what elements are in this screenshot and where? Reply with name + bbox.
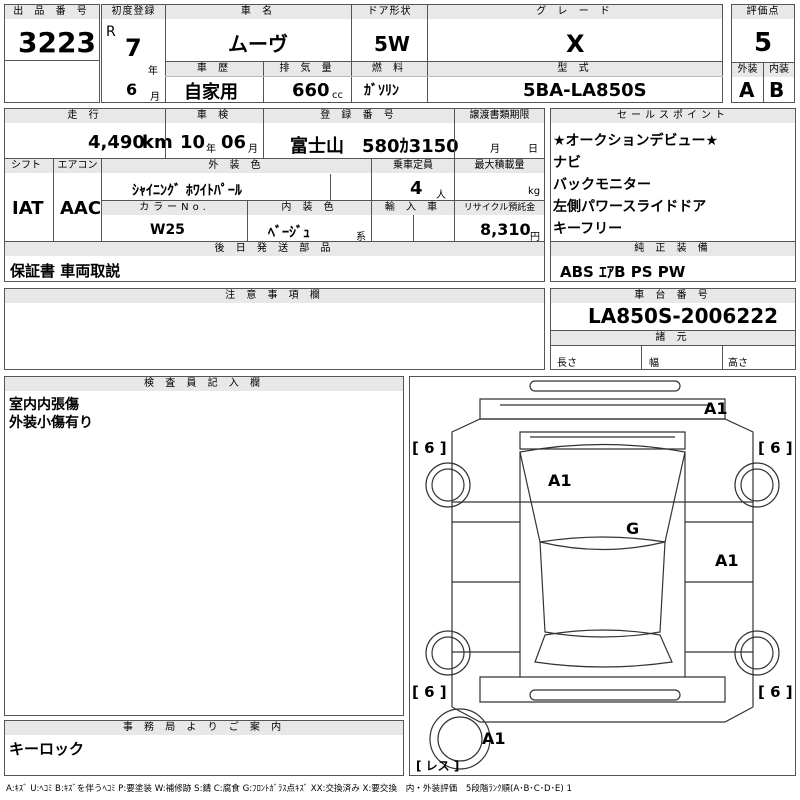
color: ｼｬｲﾆﾝｸﾞ ﾎﾜｲﾄﾊﾟｰﾙ xyxy=(132,183,242,199)
reg-label: 初度登録 xyxy=(102,5,165,19)
interior-score: B xyxy=(769,78,785,102)
equipment: ABS ｴｱB PS PW xyxy=(560,263,686,281)
car-diagram: A1 A1 G A1 A1 [ 6 ] [ 6 ] [ 6 ] [ 6 ] [ … xyxy=(409,376,796,776)
mileage-label: 走 行 xyxy=(5,109,165,123)
inspector-line: 外装小傷有り xyxy=(9,415,93,431)
chassis-box xyxy=(550,288,796,370)
chassis-number: LA850S-2006222 xyxy=(588,304,779,328)
equipment-label: 純 正 装 備 xyxy=(551,242,795,256)
import-label: 輸 入 車 xyxy=(372,201,454,215)
damage-mark-rear-left: A1 xyxy=(482,729,506,748)
plate: 富士山 580ｶ3150 xyxy=(290,136,459,157)
damage-mark-hood: A1 xyxy=(548,471,572,490)
sales-label: セールスポイント xyxy=(551,109,795,123)
shift: IAT xyxy=(12,198,44,219)
model: 5BA-LA850S xyxy=(523,80,647,101)
displacement: 660 xyxy=(292,80,330,101)
capacity: 4 xyxy=(410,178,423,199)
chassis-label: 車 台 番 号 xyxy=(551,289,795,303)
damage-mark-right-side: A1 xyxy=(715,551,739,570)
carname-label: 車 名 xyxy=(166,5,351,19)
later-label: 後 日 発 送 部 品 xyxy=(5,242,544,256)
later: 保証書 車両取説 xyxy=(10,262,121,280)
color-label: 外 装 色 xyxy=(102,159,371,173)
score: 5 xyxy=(754,28,773,58)
door-label: ドア形状 xyxy=(352,5,427,19)
inspection-label: 車 検 xyxy=(166,109,263,123)
sales-item: ナビ xyxy=(553,155,581,171)
lot-box xyxy=(4,4,100,103)
mileage: 4,490 xyxy=(88,132,145,153)
reg-month: 6 xyxy=(126,80,138,99)
office-value: キーロック xyxy=(9,740,85,758)
intcolor-label: 内 装 色 xyxy=(248,201,371,215)
tire-tread-front-right: [ 6 ] xyxy=(758,439,793,457)
interior-label: 内装 xyxy=(764,63,794,77)
reg-era: R xyxy=(106,24,116,40)
middle-box xyxy=(4,108,545,282)
top-info-box xyxy=(101,4,723,103)
carname: ムーヴ xyxy=(228,32,288,56)
damage-mark-front-right: A1 xyxy=(704,399,728,418)
grade: X xyxy=(566,30,585,58)
recycle-label: リサイクル預託金 xyxy=(455,201,544,215)
inspection-month: 06 xyxy=(221,132,247,153)
office-label: 事 務 局 よ り ご 案 内 xyxy=(5,721,403,735)
notes-label: 注 意 事 項 欄 xyxy=(5,289,544,303)
displacement-label: 排 気 量 xyxy=(264,62,351,76)
fuel-label: 燃 料 xyxy=(352,62,427,76)
door: 5W xyxy=(374,32,410,56)
sales-item: バックモニター xyxy=(553,177,651,193)
load-label: 最大積載量 xyxy=(455,159,544,173)
recycle: 8,310 xyxy=(480,220,531,239)
spare-tire-label: [ レス ] xyxy=(416,759,460,773)
fuel: ｶﾞｿﾘﾝ xyxy=(364,83,399,99)
tire-tread-rear-left: [ 6 ] xyxy=(412,683,447,701)
transfer-label: 譲渡書類期限 xyxy=(455,109,544,123)
shift-label: シフト xyxy=(5,159,53,173)
tire-tread-front-left: [ 6 ] xyxy=(412,439,447,457)
sales-box xyxy=(550,108,796,282)
exterior-score: A xyxy=(739,78,755,102)
history: 自家用 xyxy=(184,82,238,103)
specs-label: 諸 元 xyxy=(551,331,795,345)
colorno-label: カラーNo. xyxy=(102,201,247,215)
inspection-year: 10 xyxy=(180,132,206,153)
tire-tread-rear-right: [ 6 ] xyxy=(758,683,793,701)
notes-box xyxy=(4,288,545,370)
ac-label: エアコン xyxy=(54,159,101,173)
colorno: W25 xyxy=(150,222,185,238)
legend: A:ｷｽﾞ U:ﾍｺﾐ B:ｷｽﾞを伴うﾍｺﾐ P:要塗装 W:補修跡 S:錆 … xyxy=(6,784,572,794)
plate-label: 登 録 番 号 xyxy=(264,109,454,123)
lot-number: 3223 xyxy=(18,26,96,59)
ac: AAC xyxy=(60,198,102,219)
sales-item: ★オークションデビュー★ xyxy=(553,133,719,149)
score-label: 評価点 xyxy=(732,5,794,19)
grade-label: グ レ ー ド xyxy=(428,5,722,19)
inspector-label: 検 査 員 記 入 欄 xyxy=(5,377,403,391)
damage-mark-roof: G xyxy=(626,519,640,538)
model-label: 型 式 xyxy=(428,62,722,76)
car-outline xyxy=(425,380,780,770)
lot-label: 出 品 番 号 xyxy=(5,5,99,19)
inspector-box xyxy=(4,376,404,716)
reg-year: 7 xyxy=(125,34,142,62)
exterior-label: 外装 xyxy=(732,63,763,77)
sales-item: キーフリー xyxy=(553,221,623,237)
history-label: 車 歴 xyxy=(166,62,263,76)
office-box xyxy=(4,720,404,776)
inspector-line: 室内内張傷 xyxy=(9,397,79,413)
sales-item: 左側パワースライドドア xyxy=(553,199,707,215)
capacity-label: 乗車定員 xyxy=(372,159,454,173)
intcolor: ﾍﾞｰｼﾞｭ xyxy=(268,225,310,241)
